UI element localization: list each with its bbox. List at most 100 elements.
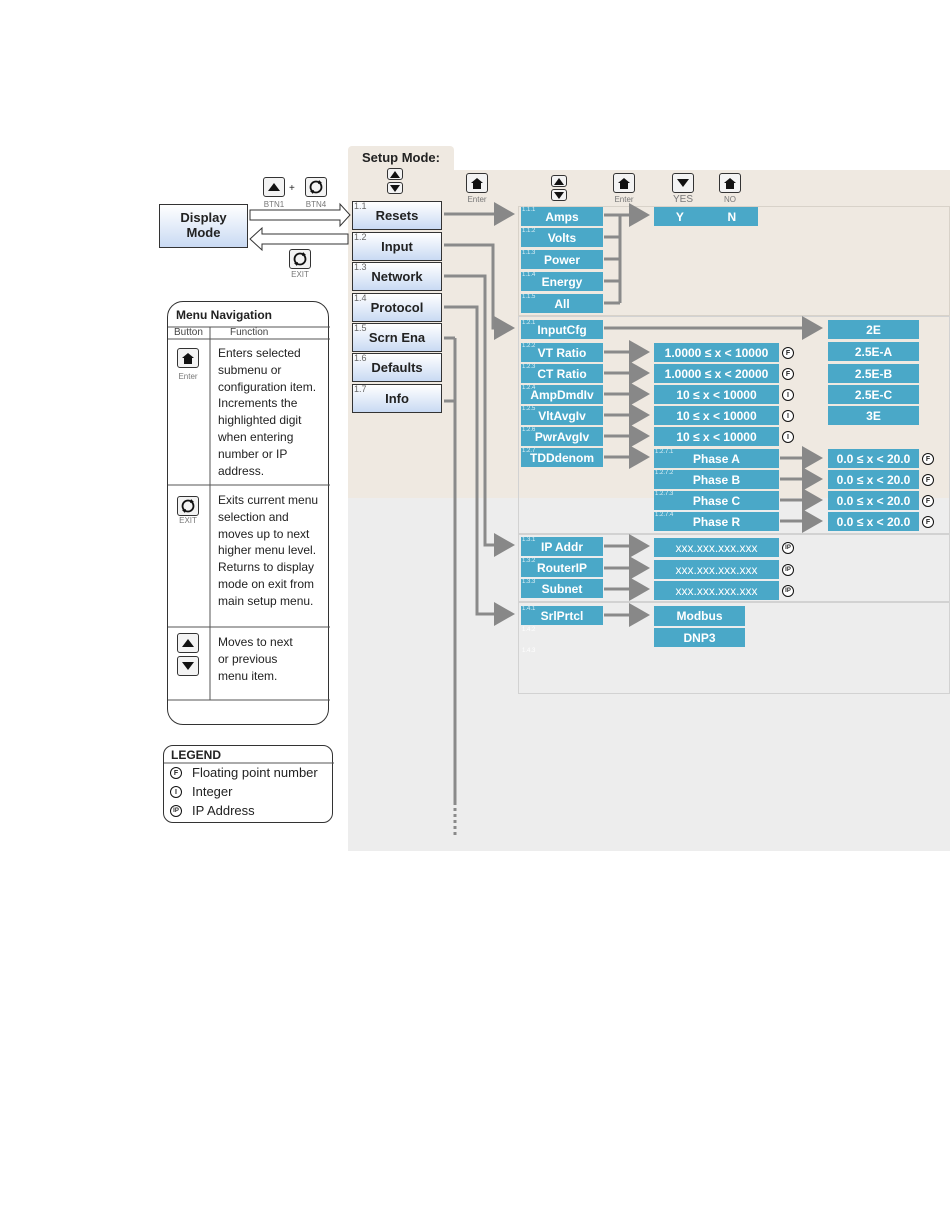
input-pwravgiv-label: PwrAvgIv [534,429,590,444]
nav-enter-caption: Enter [178,372,198,381]
input-tdddenom-num: 1.2.7 [522,448,536,454]
phase-r[interactable]: Phase R [654,512,779,531]
router-ip-value[interactable]: xxx.xxx.xxx.xxx [654,560,779,579]
protocol-modbus[interactable]: Modbus [654,606,745,626]
phase-a-label: Phase A [693,451,740,466]
enter-home-icon [466,173,488,193]
input-ampdmdiv[interactable]: AmpDmdIv [521,385,603,404]
menu-input-num: 1.2 [354,232,367,242]
vltavgiv-value[interactable]: 10 ≤ x < 10000 [654,406,779,425]
nav-line: higher menu level. [218,543,317,558]
nav-enter-desc: Enters selected submenu or configuration… [218,345,316,479]
header-down-icon-2 [551,189,567,201]
menu-input[interactable]: Input [352,232,442,261]
resets-volts-label: Volts [547,230,577,245]
menu-defaults[interactable]: Defaults [352,353,442,382]
phase-b[interactable]: Phase B [654,470,779,489]
input-pwravgiv[interactable]: PwrAvgIv [521,427,603,446]
input-tdddenom[interactable]: TDDdenom [521,448,603,467]
phase-r-value[interactable]: 0.0 ≤ x < 20.0 [828,512,919,531]
menu-network[interactable]: Network [352,262,442,291]
nav-up-icon [177,633,199,653]
ip-symbol: IP [782,564,794,576]
cfg-option-2e[interactable]: 2E [828,320,919,339]
nav-down-icon [177,656,199,676]
float-symbol: F [922,453,934,465]
network-ip-addr-label: IP Addr [540,539,583,554]
input-ct-ratio-label: CT Ratio [537,366,587,381]
cfg-option-2-5e-c[interactable]: 2.5E-C [828,385,919,404]
nav-col-function: Function [230,327,269,338]
resets-power-label: Power [543,252,580,267]
resets-all-label: All [554,296,570,311]
no-home-icon [719,173,741,193]
ip-addr-value[interactable]: xxx.xxx.xxx.xxx [654,538,779,557]
up-icon [263,177,285,197]
network-ip-addr[interactable]: IP Addr [521,537,603,556]
cfg-option-2-5e-a[interactable]: 2.5E-A [828,342,919,361]
menu-info[interactable]: Info [352,384,442,413]
menu-protocol[interactable]: Protocol [352,293,442,322]
exit-refresh-icon [305,177,327,197]
network-routerip[interactable]: RouterIP [521,558,603,577]
input-ct-ratio[interactable]: CT Ratio [521,364,603,383]
menu-scrn-ena[interactable]: Scrn Ena [352,323,442,352]
resets-all[interactable]: All [521,294,603,313]
ampdmdiv-value[interactable]: 10 ≤ x < 10000 [654,385,779,404]
menu-input-label: Input [381,239,413,254]
resets-volts-num: 1.1.2 [522,228,536,234]
enter-home-icon-2 [613,173,635,193]
network-routerip-label: RouterIP [536,560,587,575]
input-inputcfg[interactable]: InputCfg [521,320,603,339]
reset-no[interactable]: N [727,209,737,224]
phase-c-value[interactable]: 0.0 ≤ x < 20.0 [828,491,919,510]
no-caption: NO [724,195,736,204]
nav-grid [168,326,330,701]
phase-a[interactable]: Phase A [654,449,779,468]
display-mode-box: Display Mode [159,204,248,248]
nav-line: Increments the [218,396,298,411]
protocol-srlprtcl-num: 1.4.1 [522,606,536,612]
pwravgiv-value[interactable]: 10 ≤ x < 10000 [654,427,779,446]
input-tdddenom-label: TDDdenom [530,450,594,465]
reset-yes[interactable]: Y [675,209,684,224]
nav-line: number or IP [218,446,288,461]
cfg-option-2-5e-b[interactable]: 2.5E-B [828,364,919,383]
legend-float-symbol: F [170,767,182,779]
phase-b-value[interactable]: 0.0 ≤ x < 20.0 [828,470,919,489]
menu-resets[interactable]: Resets [352,201,442,230]
protocol-item3-num: 1.4.3 [522,648,536,654]
menu-network-label: Network [371,269,423,284]
subnet-value[interactable]: xxx.xxx.xxx.xxx [654,581,779,600]
resets-amps[interactable]: Amps [521,207,603,226]
menu-scrn-ena-label: Scrn Ena [368,330,426,345]
cfg-option-3e[interactable]: 3E [828,406,919,425]
yes-down-icon [672,173,694,193]
display-mode-line2: Mode [186,225,221,240]
legend-title: LEGEND [171,748,222,762]
menu-resets-label: Resets [375,208,419,223]
input-vt-ratio[interactable]: VT Ratio [521,343,603,362]
ct-ratio-value[interactable]: 1.0000 ≤ x < 20000 [654,364,779,383]
phase-a-value[interactable]: 0.0 ≤ x < 20.0 [828,449,919,468]
resets-volts[interactable]: Volts [521,228,603,247]
vt-ratio-value[interactable]: 1.0000 ≤ x < 10000 [654,343,779,362]
legend-ip-symbol: IP [170,805,182,817]
network-subnet[interactable]: Subnet [521,579,603,598]
yes-caption: YES [672,194,693,205]
resets-amps-num: 1.1.1 [522,207,536,213]
resets-amps-label: Amps [545,209,579,224]
nav-line: Returns to display [218,560,315,575]
resets-power[interactable]: Power [521,250,603,269]
input-vltavgiv[interactable]: VltAvgIv [521,406,603,425]
nav-line: highlighted digit [218,413,302,428]
resets-energy[interactable]: Energy [521,272,603,291]
arrow-network [444,274,515,557]
arrow-protocol [444,305,515,626]
phase-c[interactable]: Phase C [654,491,779,510]
float-symbol: F [782,368,794,380]
protocol-srlprtcl[interactable]: SrlPrtcl [521,606,603,625]
input-pwravgiv-num: 1.2.6 [522,427,536,433]
protocol-dnp3[interactable]: DNP3 [654,628,745,647]
